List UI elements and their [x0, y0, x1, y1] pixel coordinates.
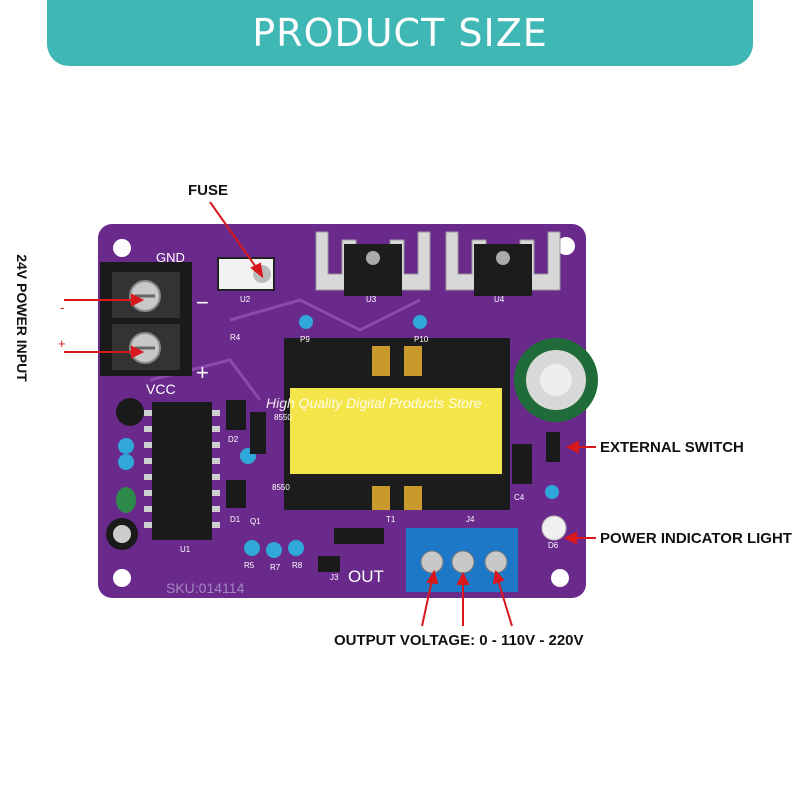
svg-text:U4: U4	[494, 295, 505, 304]
svg-text:D1: D1	[230, 515, 241, 524]
callout-power-input-wrap: 24V POWER INPUT	[2, 254, 42, 382]
mount-hole	[113, 239, 131, 257]
label-sku: SKU:014114	[166, 580, 245, 596]
mount-hole	[551, 569, 569, 587]
label-gnd: GND	[156, 250, 185, 265]
svg-text:P10: P10	[414, 335, 429, 344]
svg-text:8550: 8550	[274, 413, 292, 422]
pointer-minus: -	[60, 300, 64, 315]
svg-text:J4: J4	[466, 515, 475, 524]
svg-text:U3: U3	[366, 295, 377, 304]
svg-text:C4: C4	[514, 493, 525, 502]
svg-text:T1: T1	[386, 515, 396, 524]
ic-u1	[152, 402, 212, 540]
callout-output-voltage: OUTPUT VOLTAGE: 0 - 110V - 220V	[334, 632, 584, 649]
svg-text:R4: R4	[230, 333, 241, 342]
svg-text:R7: R7	[270, 563, 281, 572]
page-title: PRODUCT SIZE	[252, 11, 548, 55]
svg-text:8550: 8550	[272, 483, 290, 492]
svg-text:J3: J3	[330, 573, 339, 582]
label-vcc: VCC	[146, 381, 176, 397]
svg-text:D6: D6	[548, 541, 559, 550]
callout-external-switch: EXTERNAL SWITCH	[600, 439, 744, 456]
mount-hole	[113, 569, 131, 587]
label-plus: +	[196, 360, 209, 385]
label-out: OUT	[348, 567, 384, 586]
callout-fuse: FUSE	[188, 182, 229, 199]
watermark: High Quality Digital Products Store	[266, 395, 482, 411]
svg-text:R8: R8	[292, 561, 303, 570]
svg-text:Q1: Q1	[250, 517, 261, 526]
callout-power-indicator: POWER INDICATOR LIGHT	[600, 530, 792, 547]
svg-text:U1: U1	[180, 545, 191, 554]
svg-text:R5: R5	[244, 561, 255, 570]
header-banner: PRODUCT SIZE	[47, 0, 753, 66]
label-minus: −	[196, 290, 209, 315]
mount-hole	[557, 237, 575, 255]
callout-power-input: 24V POWER INPUT	[14, 254, 30, 382]
pointer-plus: +	[58, 336, 66, 351]
svg-text:P9: P9	[300, 335, 310, 344]
svg-text:U2: U2	[240, 295, 251, 304]
svg-text:D2: D2	[228, 435, 239, 444]
